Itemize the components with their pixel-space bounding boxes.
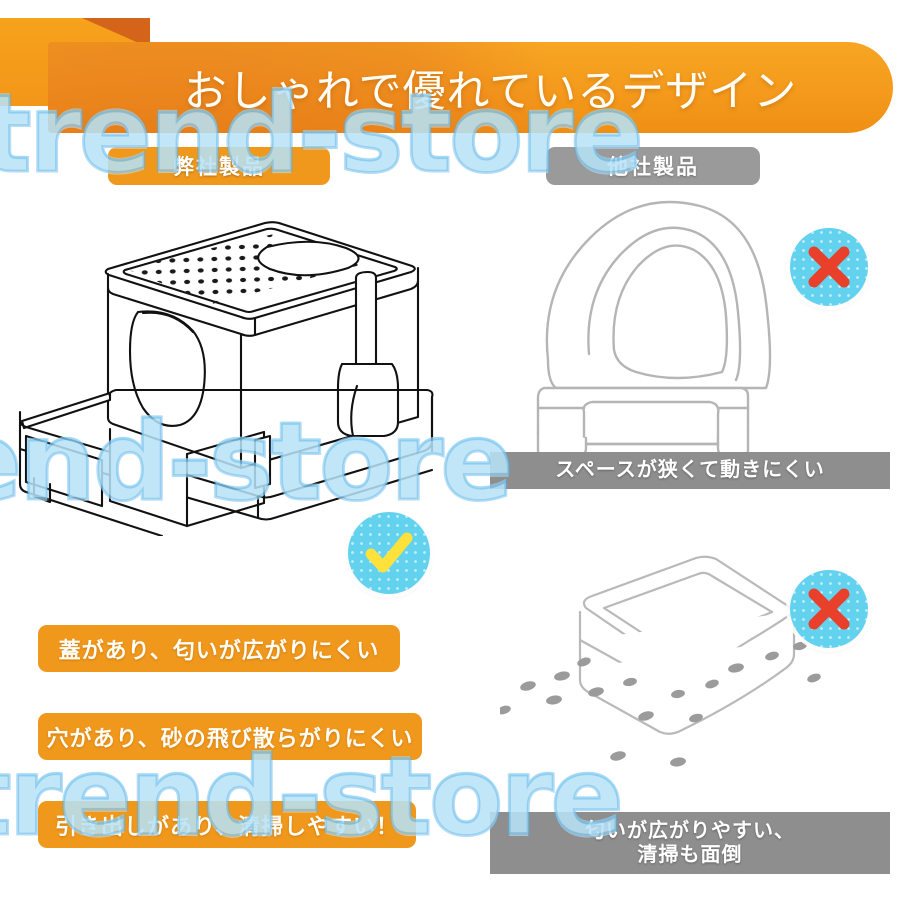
feature-bar-holes-label: 穴があり、砂の飛び散らがりにくい [46,725,414,751]
rival-dome-illustration [486,192,816,467]
rival-tray-caption: 匂いが広がりやすい、 清掃も面倒 [490,812,890,874]
section-badge-our-product: 弊社製品 [108,147,330,185]
our-product-illustration [12,196,442,541]
check-icon [365,532,413,573]
section-badge-other-product: 他社製品 [546,147,760,185]
dome-litter-box-drawing [536,200,772,460]
scattered-litter-particles [497,641,821,767]
section-badge-other-product-label: 他社製品 [607,156,699,179]
cross-status-badge-dome [790,228,868,306]
section-badge-our-product-label: 弊社製品 [173,156,265,179]
cross-status-badge-tray [790,570,868,648]
rival-dome-caption: スペースが狭くて動きにくい [490,452,890,489]
page-title: おしゃれで優れているデザイン [183,67,798,116]
feature-bar-lid-label: 蓋があり、匂いが広がりにくい [58,637,380,663]
rival-tray-illustration [497,540,870,835]
rival-tray-caption-line-1: 匂いが広がりやすい、 [585,819,795,842]
ribbon-body: おしゃれで優れているデザイン [48,42,893,133]
rival-dome-caption-line: スペースが狭くて動きにくい [555,459,825,482]
feature-bar-drawer: 引き出しがあり、清掃しやすい！ [38,801,416,848]
cross-icon [808,246,850,288]
feature-bar-drawer-label: 引き出しがあり、清掃しやすい！ [55,813,399,839]
check-status-badge [348,512,430,594]
feature-bar-holes: 穴があり、砂の飛び散らがりにくい [38,713,422,760]
cross-icon [808,588,850,630]
header-ribbon: おしゃれで優れているデザイン [0,18,900,133]
rival-tray-caption-line-2: 清掃も面倒 [637,844,743,866]
feature-bar-lid: 蓋があり、匂いが広がりにくい [38,625,400,672]
open-tray-litter-box-drawing [497,555,821,767]
covered-litter-box-drawing [18,221,434,538]
